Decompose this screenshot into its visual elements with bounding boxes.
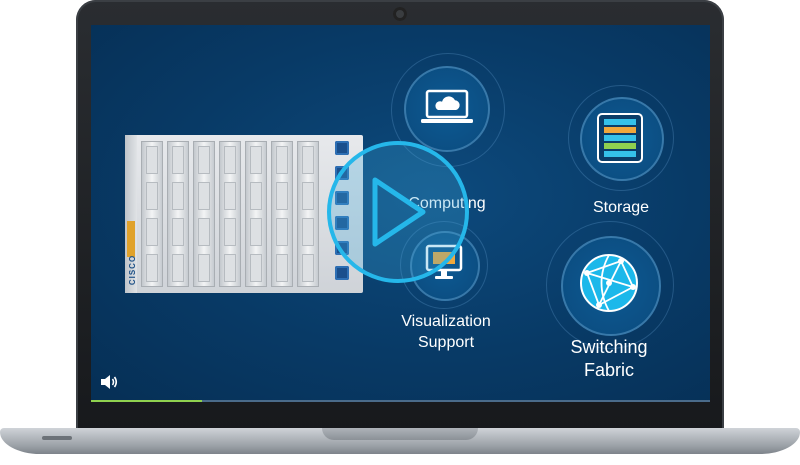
laptop-notch: [322, 428, 478, 440]
progress-fill: [91, 400, 203, 402]
server-bay: [141, 141, 163, 287]
globe-network-icon: [580, 254, 638, 312]
volume-icon[interactable]: [99, 374, 119, 390]
feature-storage: Storage: [565, 85, 677, 220]
play-button[interactable]: [327, 141, 469, 283]
server-brand-label: CISCO: [128, 254, 137, 286]
play-icon: [372, 177, 426, 247]
webcam: [393, 7, 407, 21]
progress-bar[interactable]: [91, 400, 710, 402]
server-bays: [141, 141, 319, 287]
feature-switching-label-line1: Switching: [570, 337, 648, 357]
server-bay: [245, 141, 267, 287]
feature-visualization-label-line2: Support: [417, 334, 475, 351]
storage-stack-icon: [597, 113, 643, 163]
video-player[interactable]: CISCO: [91, 25, 710, 402]
feature-storage-label: Storage: [592, 199, 650, 216]
server-stripe: [127, 221, 135, 257]
server-port: [335, 141, 349, 155]
feature-switching-label-line2: Fabric: [583, 360, 634, 380]
feature-visualization-label-line1: Visualization: [401, 313, 491, 330]
server-illustration: CISCO: [125, 135, 363, 293]
server-bay: [193, 141, 215, 287]
laptop-vent: [42, 436, 72, 440]
server-front: [125, 135, 363, 293]
server-port: [335, 266, 349, 280]
server-bay: [219, 141, 241, 287]
server-bay: [297, 141, 319, 287]
server-bay: [167, 141, 189, 287]
server-bay: [271, 141, 293, 287]
feature-switching: Switching Fabric: [546, 221, 674, 381]
laptop-cloud-icon: [421, 89, 473, 123]
